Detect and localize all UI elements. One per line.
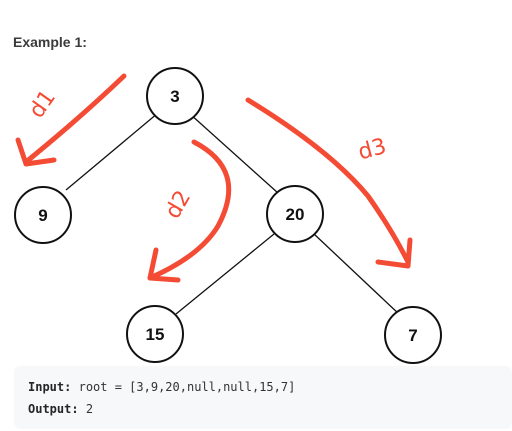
input-value: root = [3,9,20,null,null,15,7]: [78, 380, 296, 394]
edge-3-20: [189, 113, 279, 194]
example-io-box: Input: root = [3,9,20,null,null,15,7] Ou…: [14, 366, 512, 429]
tree-node-label: 9: [38, 206, 47, 225]
depth-arrow-d3: d3: [245, 97, 413, 269]
depth-label-d2: d2: [161, 186, 197, 223]
tree-node-label: 15: [146, 325, 165, 344]
depth-arrow-d2: d2: [147, 139, 232, 283]
output-value: 2: [85, 402, 94, 416]
edge-20-15: [175, 233, 275, 315]
input-label: Input:: [28, 380, 72, 394]
depth-arrow-d1: d1: [15, 73, 127, 167]
tree-node-20: 20: [266, 185, 324, 243]
depth-label-d3: d3: [356, 134, 389, 165]
tree-node-3: 3: [146, 67, 204, 125]
tree-node-label: 7: [408, 326, 417, 345]
edge-3-9: [65, 112, 159, 191]
depth-label-d1: d1: [24, 86, 61, 123]
edge-20-7: [313, 233, 401, 316]
example-heading: Example 1:: [13, 34, 87, 50]
tree-node-label: 3: [170, 87, 179, 106]
output-line: Output: 2: [28, 402, 93, 416]
input-line: Input: root = [3,9,20,null,null,15,7]: [28, 380, 295, 394]
tree-node-7: 7: [384, 306, 442, 364]
binary-tree-diagram: 3 9 20 15 7 d1 d2 d3: [14, 67, 442, 364]
tree-node-label: 20: [286, 205, 305, 224]
tree-node-15: 15: [126, 305, 184, 363]
output-label: Output:: [28, 402, 79, 416]
tree-node-9: 9: [14, 186, 72, 244]
